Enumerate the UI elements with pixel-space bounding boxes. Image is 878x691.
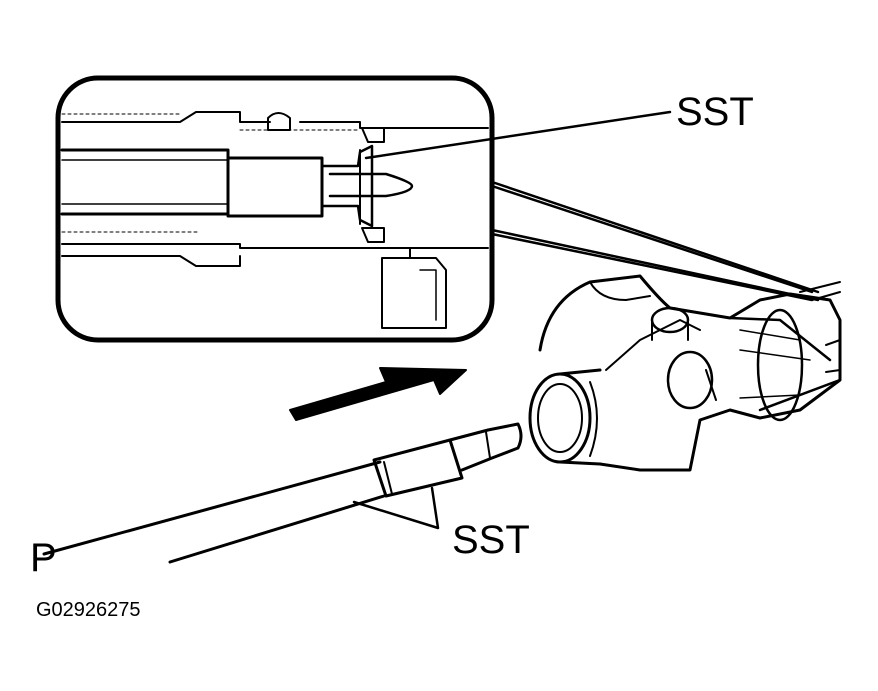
- detail-inset: [55, 75, 820, 343]
- insert-direction-arrow: [289, 367, 467, 421]
- tool-shaft: [42, 460, 386, 564]
- callout-line-upper-2: [490, 184, 814, 294]
- side-boss: [666, 350, 714, 410]
- sst-label-top: SST: [676, 90, 754, 134]
- sst-tool-inset: [320, 144, 374, 228]
- callout-line-lower-2: [490, 232, 814, 302]
- housing-top-line: [61, 111, 489, 129]
- inset-frame: [55, 75, 495, 343]
- callout-line-lower: [490, 228, 820, 302]
- figure-code: G02926275: [36, 599, 141, 621]
- p-label: P: [30, 536, 57, 580]
- sst-leader: [352, 486, 440, 530]
- callout-line-upper: [490, 180, 820, 294]
- sst-top-leader: [364, 110, 672, 160]
- oil-seal-top: [267, 112, 291, 131]
- rack-bar: [60, 148, 230, 216]
- housing-body: [538, 274, 842, 472]
- valve-block: [381, 257, 447, 329]
- tool-tip: [448, 422, 523, 472]
- tool-sleeve: [372, 438, 464, 498]
- pinion-port: [650, 306, 690, 334]
- oil-seal-bottom: [361, 227, 385, 243]
- sst-label-bottom: SST: [452, 518, 530, 562]
- housing-bottom-line: [61, 243, 489, 249]
- sst-tool: [42, 422, 523, 564]
- gear-housing: [528, 274, 842, 472]
